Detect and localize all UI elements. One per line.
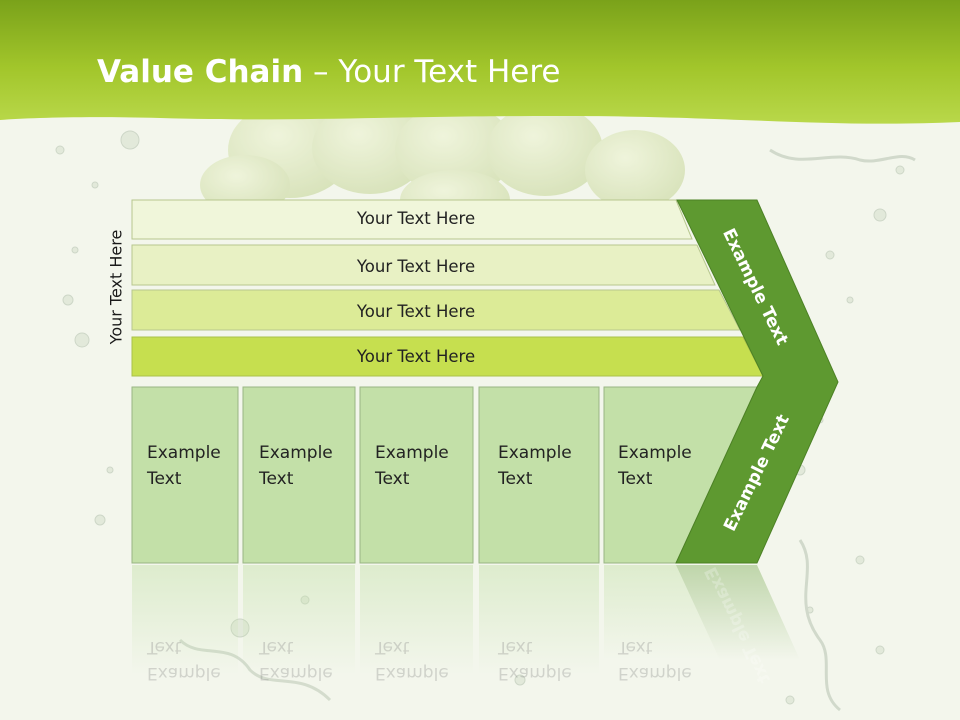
bar-label-3: Your Text Here: [356, 302, 476, 321]
box-4: [478, 386, 600, 564]
bar-label-1: Your Text Here: [356, 209, 476, 228]
bar-label-2: Your Text Here: [356, 257, 476, 276]
box-reflection-2-line1: Example: [259, 663, 333, 683]
box-label-4-line2: Text: [498, 469, 533, 489]
box-1: [131, 386, 239, 564]
box-reflection-3-line1: Example: [375, 663, 449, 683]
diagram-reflection: [132, 565, 800, 675]
box-reflection-1-line2: Text: [147, 637, 182, 657]
slide-title-rest: – Your Text Here: [303, 54, 561, 90]
box-reflection-3: Example Text: [375, 634, 449, 686]
box-reflection-4-line1: Example: [498, 663, 572, 683]
box-label-2-line1: Example: [259, 443, 333, 463]
box-label-4-line1: Example: [498, 443, 572, 463]
chevron-arrow: [675, 199, 839, 564]
box-2: [242, 386, 356, 564]
box-label-5-line2: Text: [618, 469, 653, 489]
bar-label-4: Your Text Here: [356, 347, 476, 366]
box-reflection-1-line1: Example: [147, 663, 221, 683]
box-reflection-4: Example Text: [498, 634, 572, 686]
vertical-axis-label: Your Text Here: [106, 229, 126, 345]
bar-1: [131, 199, 693, 240]
box-reflection-2-line2: Text: [259, 637, 294, 657]
box-reflection-2: Example Text: [259, 634, 333, 686]
box-reflection-1: Example Text: [147, 634, 221, 686]
box-3: [359, 386, 474, 564]
box-reflection-4-line2: Text: [498, 637, 533, 657]
box-label-3-line1: Example: [375, 443, 449, 463]
bar-2: [131, 244, 716, 286]
slide-title-bold: Value Chain: [97, 54, 304, 90]
box-reflection-3-line2: Text: [375, 637, 410, 657]
header-band: [0, 0, 960, 124]
slide-title: Value Chain – Your Text Here: [97, 54, 560, 90]
box-label-3-line2: Text: [375, 469, 410, 489]
box-label-2-line2: Text: [259, 469, 294, 489]
box-label-1-line1: Example: [147, 443, 221, 463]
box-reflection-5-line2: Text: [618, 637, 653, 657]
box-reflection-5-line1: Example: [618, 663, 692, 683]
box-label-1-line2: Text: [147, 469, 182, 489]
box-label-5-line1: Example: [618, 443, 692, 463]
box-reflection-5: Example Text: [618, 634, 692, 686]
